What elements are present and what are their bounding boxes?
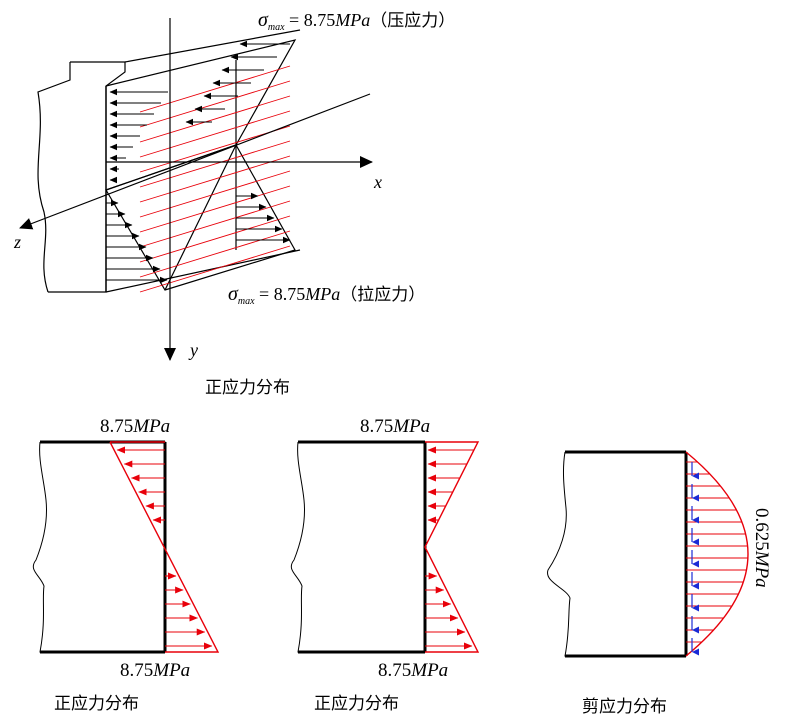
beam-3d-diagram: x y z σmax = 8.75MPa（压应力） σmax = 8.75MPa… [13, 9, 455, 398]
bottom-stress-value: 8.75MPa [378, 660, 448, 681]
stress-arrows [425, 446, 474, 650]
sigma-value: = 8.75 [285, 10, 336, 30]
stress-arrows [116, 446, 213, 650]
stress-type-note: （压应力） [370, 11, 455, 31]
hatch-line [139, 80, 291, 128]
top-diagram-caption: 正应力分布 [205, 378, 290, 398]
compressive-stress-label: σmax = 8.75MPa（压应力） [258, 9, 455, 33]
upper-diagonal [164, 144, 237, 291]
hatch-line [139, 155, 291, 203]
sigma-symbol: σ [258, 9, 269, 31]
x-axis-label: x [373, 172, 382, 192]
hatch-line [139, 185, 291, 233]
shear-stress-lines [686, 461, 748, 643]
hatch-line [139, 140, 291, 188]
stress-arrows [106, 40, 291, 284]
shear-stress-panel: 0.625MPa 剪应力分布 [547, 450, 772, 717]
compressive-stress-outline [105, 39, 297, 146]
top-stress-value: 8.75MPa [100, 416, 170, 437]
sigma-unit: MPa [304, 284, 340, 304]
beam-top-edge [124, 29, 301, 63]
normal-stress-panel-2: 8.75MPa 8.75MPa 正应力分布 [290, 416, 480, 714]
parabolic-shear-curve [685, 451, 749, 657]
sigma-symbol: σ [228, 283, 239, 305]
beam-outline [37, 61, 126, 293]
sigma-value: = 8.75 [255, 284, 306, 304]
beam-section-outline [290, 441, 426, 653]
stress-type-note: （拉应力） [340, 285, 425, 305]
panel-caption: 正应力分布 [54, 694, 139, 714]
beam-section-outline [32, 441, 166, 653]
stress-triangle-outline [109, 441, 220, 653]
shear-stress-value: 0.625MPa [751, 508, 772, 588]
hatch-line [139, 215, 291, 263]
sigma-subscript: max [268, 22, 285, 33]
y-axis-label: y [188, 340, 198, 360]
panel-caption: 正应力分布 [314, 694, 399, 714]
z-axis-label: z [13, 232, 21, 252]
panel-caption: 剪应力分布 [582, 697, 667, 717]
sigma-unit: MPa [334, 10, 370, 30]
normal-stress-panel-1: 8.75MPa 8.75MPa 正应力分布 [32, 416, 220, 714]
hatch-line [139, 245, 291, 293]
beam-bottom-edge [105, 249, 301, 293]
stress-triangle-outline [424, 441, 480, 653]
hatch-line [139, 170, 291, 218]
sigma-subscript: max [238, 296, 255, 307]
hatch-line [139, 95, 291, 143]
tensile-stress-label: σmax = 8.75MPa（拉应力） [228, 283, 425, 307]
hatch-line [139, 110, 291, 158]
beam-section-outline [547, 451, 687, 657]
z-axis [19, 93, 371, 230]
neutral-line [105, 144, 237, 191]
hatch-line [139, 65, 291, 113]
bottom-stress-value: 8.75MPa [120, 660, 190, 681]
top-stress-value: 8.75MPa [360, 416, 430, 437]
hatch-line [139, 230, 291, 278]
